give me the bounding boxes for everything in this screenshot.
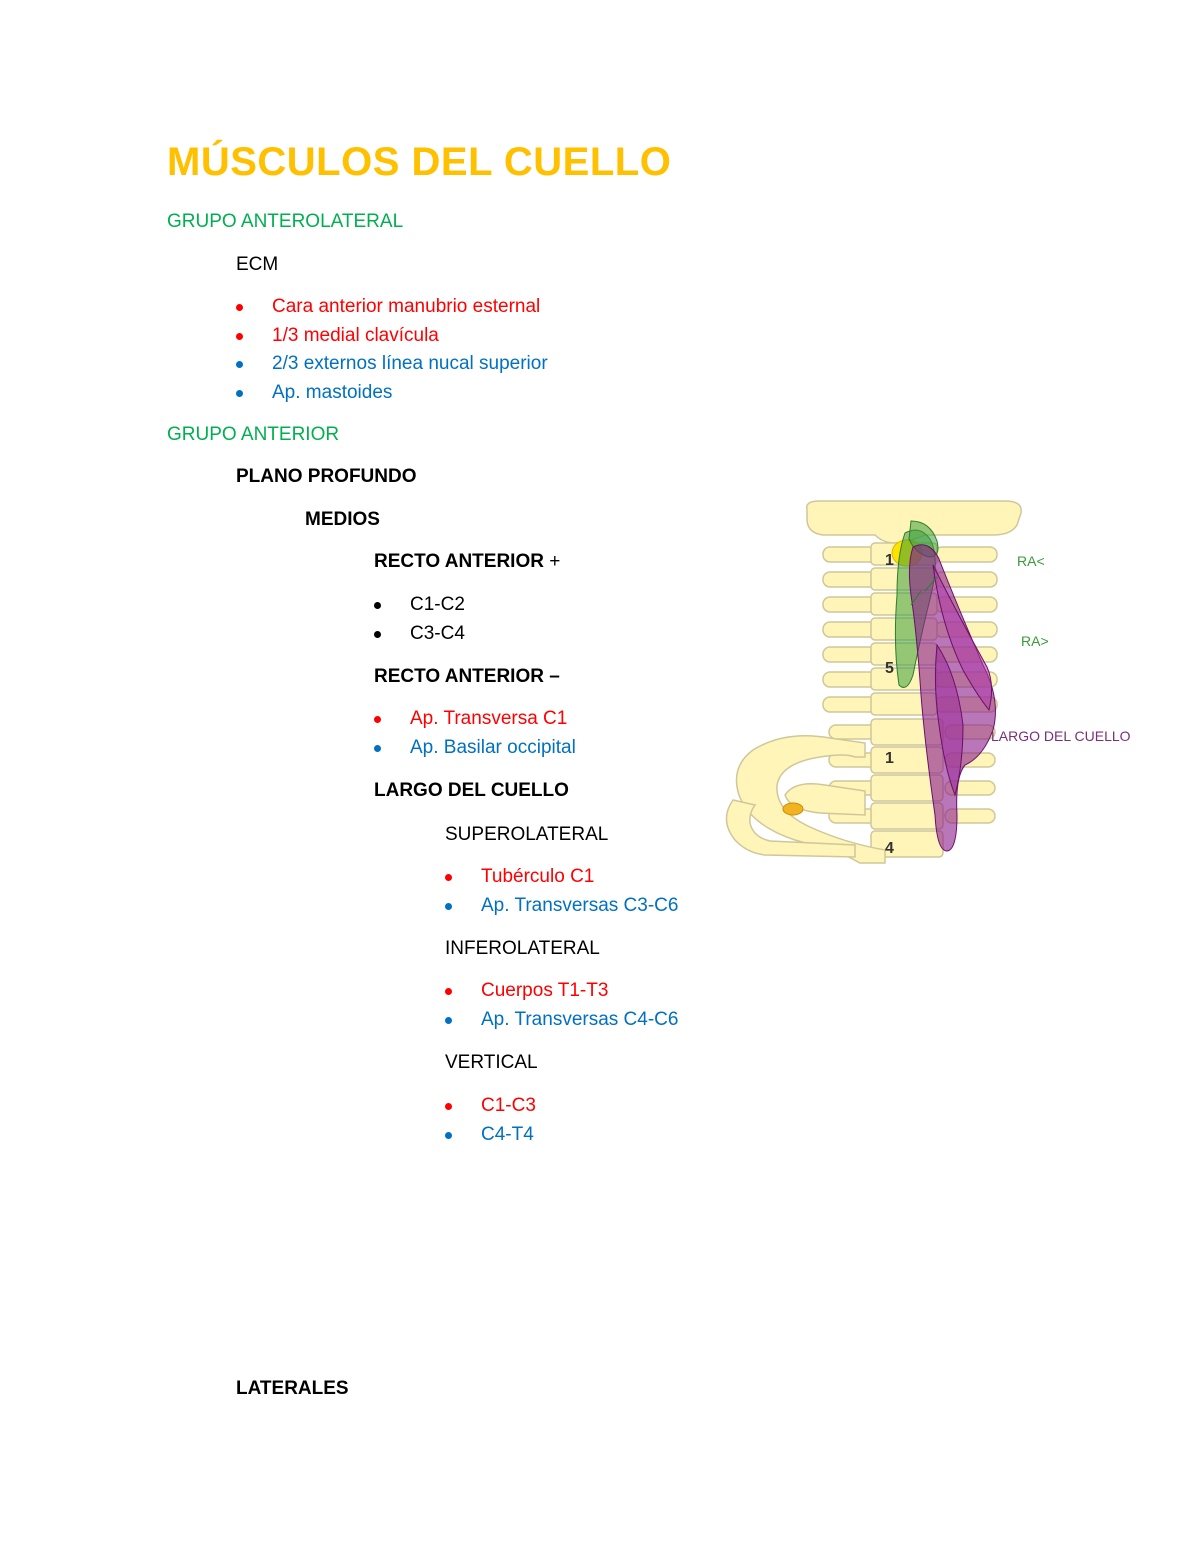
list-item: Tubérculo C1 xyxy=(445,863,678,892)
laterales-label: LATERALES xyxy=(236,1378,349,1399)
leader-line xyxy=(910,590,922,606)
bullet-icon xyxy=(236,304,243,311)
bullet-icon xyxy=(374,744,381,752)
recto-anterior-mayor-heading: RECTO ANTERIOR + xyxy=(374,551,561,572)
largo-del-cuello-heading: LARGO DEL CUELLO xyxy=(374,780,569,801)
bullet-icon xyxy=(374,602,381,609)
ecm-insertions-list: Cara anterior manubrio esternal 1/3 medi… xyxy=(236,293,548,407)
superolateral-label: SUPEROLATERAL xyxy=(445,824,609,845)
list-item: C4-T4 xyxy=(445,1121,536,1150)
transverse-process xyxy=(828,724,878,740)
vertebra-label: 5 xyxy=(885,660,894,677)
bullet-icon xyxy=(445,874,452,881)
label-largo-del-cuello: LARGO DEL CUELLO xyxy=(991,728,1131,744)
vertical-list: C1-C3 C4-T4 xyxy=(445,1092,536,1149)
bullet-icon xyxy=(445,1103,452,1110)
bullet-icon xyxy=(374,716,381,723)
recto-menor-list: Ap. Transversa C1 Ap. Basilar occipital xyxy=(374,705,576,762)
medios-label: MEDIOS xyxy=(305,509,380,530)
list-item: Ap. mastoides xyxy=(236,379,548,408)
heading-grupo-anterolateral: GRUPO ANTEROLATERAL xyxy=(167,211,404,232)
bullet-icon xyxy=(445,988,452,995)
list-item: Ap. Basilar occipital xyxy=(374,734,576,763)
bullet-icon xyxy=(236,361,243,368)
muscle-ecm-label: ECM xyxy=(236,254,279,275)
inferolateral-label: INFEROLATERAL xyxy=(445,938,600,959)
clavicle-shape xyxy=(725,799,856,858)
list-item: 1/3 medial clavícula xyxy=(236,322,548,351)
rib-tubercle-shape xyxy=(782,802,804,816)
transverse-process xyxy=(934,546,998,563)
bullet-icon xyxy=(445,902,452,910)
largo-vertical-shape xyxy=(934,643,964,797)
list-item: Cuerpos T1-T3 xyxy=(445,977,678,1006)
plano-profundo-label: PLANO PROFUNDO xyxy=(236,466,417,487)
bullet-icon xyxy=(374,630,381,638)
list-item: Cara anterior manubrio esternal xyxy=(236,293,548,322)
recto-mayor-list: C1-C2 C3-C4 xyxy=(374,591,465,648)
cervical-spine-figure: 1 5 1 4 RA< RA> LARGO DEL CUELLO xyxy=(725,495,1165,875)
vertebral-body xyxy=(870,802,944,830)
vertebra-label: 1 xyxy=(885,750,894,767)
list-item: Ap. Transversas C4-C6 xyxy=(445,1006,678,1035)
heading-grupo-anterior: GRUPO ANTERIOR xyxy=(167,424,340,445)
list-item: C3-C4 xyxy=(374,620,465,649)
vertebra-label: 1 xyxy=(885,552,894,569)
spine-diagram: 1 5 1 4 RA< RA> LARGO DEL CUELLO xyxy=(725,500,1131,864)
bullet-icon xyxy=(445,1016,452,1024)
bullet-icon xyxy=(445,1131,452,1139)
largo-superolateral-shape xyxy=(932,564,993,712)
page-title: MÚSCULOS DEL CUELLO xyxy=(167,140,672,184)
list-item: Ap. Transversa C1 xyxy=(374,705,576,734)
list-item: 2/3 externos línea nucal superior xyxy=(236,350,548,379)
vertebra-label: 4 xyxy=(885,840,894,857)
first-rib-shape xyxy=(735,734,886,864)
inferolateral-list: Cuerpos T1-T3 Ap. Transversas C4-C6 xyxy=(445,977,678,1034)
label-ra-menor: RA< xyxy=(1017,553,1045,569)
label-ra-mayor: RA> xyxy=(1021,633,1049,649)
list-item: C1-C3 xyxy=(445,1092,536,1121)
leader-line xyxy=(924,576,938,592)
recto-anterior-menor-heading: RECTO ANTERIOR – xyxy=(374,666,560,687)
list-item: C1-C2 xyxy=(374,591,465,620)
superolateral-list: Tubérculo C1 Ap. Transversas C3-C6 xyxy=(445,863,678,920)
bullet-icon xyxy=(236,389,243,397)
list-item: Ap. Transversas C3-C6 xyxy=(445,892,678,921)
bullet-icon xyxy=(236,332,243,340)
vertical-label: VERTICAL xyxy=(445,1052,538,1073)
